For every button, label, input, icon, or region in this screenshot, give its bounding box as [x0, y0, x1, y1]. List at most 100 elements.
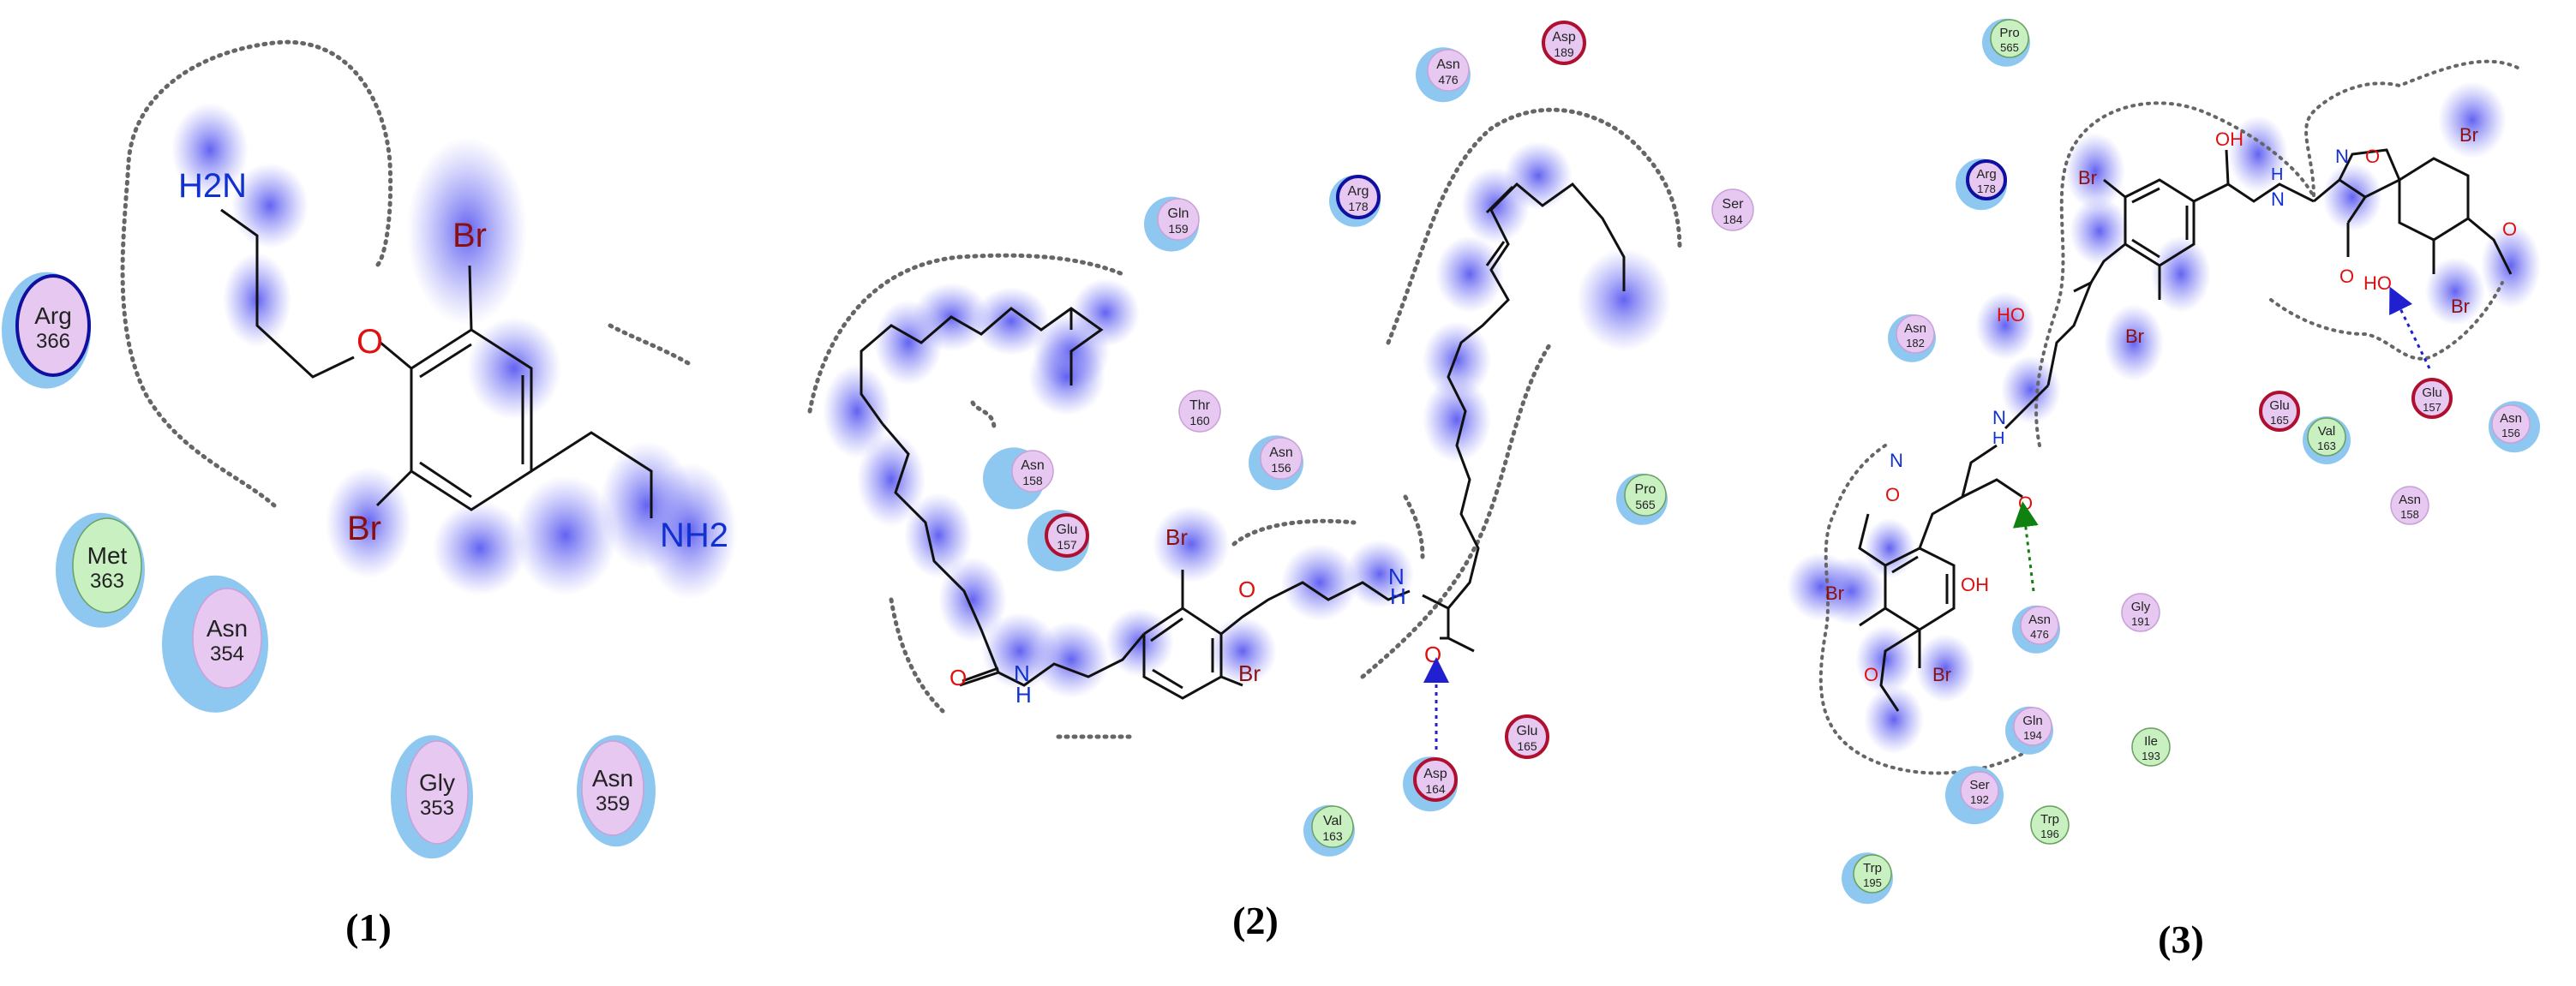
- residue-name: Met: [87, 542, 128, 569]
- atom-label: Br: [1165, 524, 1188, 550]
- residue-disc: [1311, 805, 1354, 848]
- residue-disc: [72, 517, 142, 613]
- residue-name: Glu: [2422, 385, 2441, 400]
- panel-caption: (2): [1232, 899, 1279, 942]
- atom-label: N: [1388, 564, 1405, 589]
- residue-number: 163: [2317, 439, 2336, 452]
- glow-blob: [1864, 685, 1924, 754]
- atom-label: O: [2365, 146, 2380, 167]
- residue-disc: [1011, 450, 1054, 493]
- hbond-arrow: [2012, 501, 2039, 592]
- residue-number: 165: [1517, 739, 1537, 753]
- residue-number: 359: [596, 792, 630, 816]
- glow-blob: [1105, 608, 1174, 677]
- atom-label: H: [1390, 583, 1406, 609]
- residue-name: Asn: [2399, 493, 2421, 507]
- residue-name: Glu: [1517, 724, 1538, 738]
- atom-label: N: [1890, 450, 1903, 471]
- atom-label: HO: [1997, 304, 2025, 326]
- residue-number: 193: [2142, 750, 2160, 762]
- residue-disc: [2013, 707, 2052, 746]
- panel-3-glow: [1787, 81, 2541, 754]
- atom-label: Br: [1825, 583, 1844, 604]
- glow-blob: [1435, 236, 1504, 313]
- panel-caption: (3): [2158, 917, 2204, 961]
- pocket-outline: [807, 253, 1125, 414]
- pocket-outline: [889, 597, 945, 714]
- pocket-outline: [1386, 107, 1682, 345]
- residue-name: Ile: [2144, 734, 2158, 749]
- glow-blob: [1504, 141, 1573, 210]
- residue-number: 160: [1189, 414, 1210, 427]
- residue-number: 178: [1348, 200, 1369, 213]
- residue-name: Trp: [2040, 812, 2059, 827]
- residue-disc: [2411, 378, 2453, 419]
- residue-disc: [1896, 314, 1935, 354]
- glow-blob: [1208, 617, 1277, 685]
- residue-disc: [1853, 854, 1892, 893]
- residue-number: 354: [210, 642, 244, 666]
- residue-disc: [1960, 771, 1999, 810]
- atom-label: O: [1864, 664, 1878, 685]
- residue-name: Asn: [1436, 57, 1460, 72]
- residue-number: 165: [2270, 414, 2289, 427]
- atom-label: H: [2271, 165, 2283, 184]
- residue-name: Asp: [1423, 767, 1447, 781]
- atom-label: O: [2018, 493, 2033, 514]
- glow-blob: [1028, 338, 1105, 415]
- residue-name: Arg: [34, 302, 72, 329]
- atom-label: N: [2335, 146, 2349, 167]
- atom-label: HO: [2363, 272, 2392, 294]
- panel-2-glow: [823, 141, 1671, 698]
- glow-blob: [407, 137, 527, 326]
- glow-blob: [1423, 377, 1491, 463]
- residue-number: 159: [1168, 222, 1189, 236]
- pocket-outline: [120, 39, 393, 508]
- glow-blob: [938, 557, 1007, 642]
- residue-name: Asn: [592, 765, 633, 792]
- residue-number: 353: [420, 797, 454, 820]
- glow-blob: [171, 103, 249, 197]
- residue-name: Trp: [1863, 861, 1882, 875]
- residue-disc: [2131, 727, 2171, 767]
- residue-name: Pro: [1999, 26, 2019, 40]
- residue-disc: [1505, 714, 1549, 759]
- panel-2: O N H Br O Br N H O Asn476Asp189Gln159Ar…: [807, 21, 1754, 942]
- glow-blob: [1071, 278, 1140, 347]
- residue-disc: [2121, 593, 2160, 632]
- residue-number: 363: [90, 570, 124, 593]
- residue-number: 476: [2030, 628, 2049, 641]
- residue-disc: [2390, 486, 2429, 525]
- glow-blob: [326, 467, 411, 578]
- residue-number: 157: [2423, 401, 2441, 414]
- atom-label: Br: [347, 510, 381, 547]
- glow-blob: [643, 463, 737, 600]
- panel-3-residues: Pro565Arg178Asn182Glu165Val163Glu157Asn1…: [1842, 18, 2540, 905]
- pocket-outline: [970, 400, 997, 431]
- glow-blob: [1975, 291, 2035, 360]
- panel-1: H2N O Br Br NH2 Arg366Met363Asn354Gly353…: [2, 39, 737, 949]
- residue-name: Val: [2318, 424, 2336, 439]
- residue-name: Asn: [1269, 445, 1293, 460]
- pocket-outline: [2269, 281, 2504, 361]
- residue-name: Gln: [1168, 206, 1189, 221]
- glow-blob: [2151, 236, 2211, 313]
